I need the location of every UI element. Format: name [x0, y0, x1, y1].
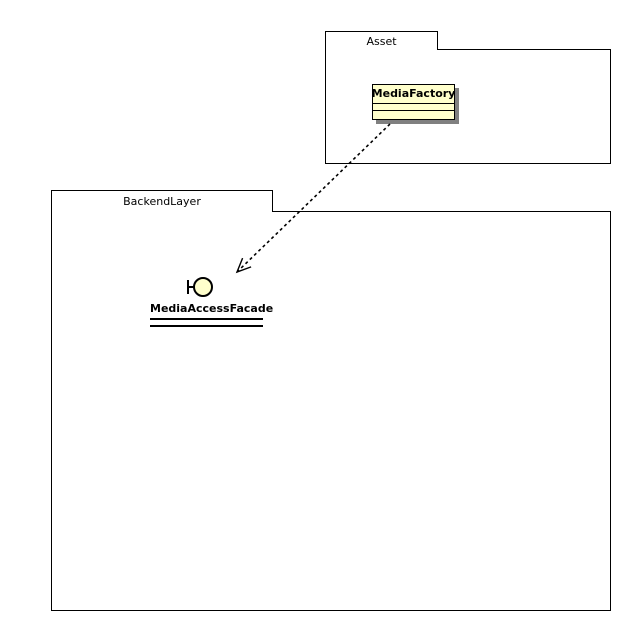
class-box: MediaFactory	[372, 84, 455, 120]
class-name-compartment: MediaFactory	[371, 85, 456, 104]
interface-divider-line-2	[150, 325, 263, 327]
interface-stub-connector	[187, 286, 196, 288]
class-name-label: MediaFactory	[371, 87, 456, 101]
class-mediafactory[interactable]: MediaFactory	[372, 84, 459, 124]
class-attributes-compartment	[373, 104, 454, 112]
package-label-asset: Asset	[366, 34, 397, 48]
package-tab-asset[interactable]: Asset	[325, 31, 438, 50]
interface-lollipop-circle-icon[interactable]	[193, 277, 213, 297]
package-label-backendlayer: BackendLayer	[123, 195, 201, 208]
interface-divider-line-1	[150, 318, 263, 320]
interface-name-label: MediaAccessFacade	[150, 302, 274, 315]
package-body-backendlayer[interactable]	[51, 211, 611, 611]
